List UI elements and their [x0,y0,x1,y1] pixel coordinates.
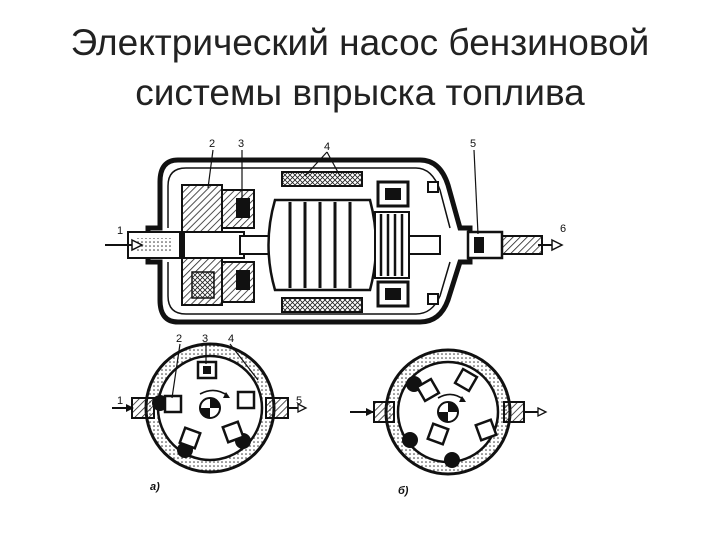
pump-longitudinal-section: 1 2 3 4 5 6 [105,138,566,325]
pump-housing [145,157,473,325]
section-a-label-4: 4 [228,333,234,345]
pump-label-3: 3 [238,138,244,150]
section-a-label-5: 5 [296,395,302,407]
outlet-tube [501,235,543,255]
pump-label-5: 5 [470,138,476,150]
section-b-caption: б) [398,485,409,497]
magnet-bottom [281,297,363,313]
section-a-caption: а) [150,481,160,493]
check-valve [466,230,504,260]
cross-section-b: б) [350,348,548,497]
slide-title: Электрический насос бензиновой системы в… [0,18,720,118]
pump-label-4: 4 [324,141,330,153]
section-a-label-1: 1 [117,395,123,407]
cross-section-a: 2 3 4 1 5 а) [112,333,308,493]
title-line-1: Электрический насос бензиновой [70,22,650,63]
section-a-label-3: 3 [202,333,208,345]
armature [267,198,378,292]
pump-label-2: 2 [209,138,215,150]
pump-label-1: 1 [117,225,123,237]
magnet-top [281,171,363,187]
title-line-2: системы впрыска топлива [135,72,585,113]
pump-label-6: 6 [560,223,566,235]
section-a-label-2: 2 [176,333,182,345]
